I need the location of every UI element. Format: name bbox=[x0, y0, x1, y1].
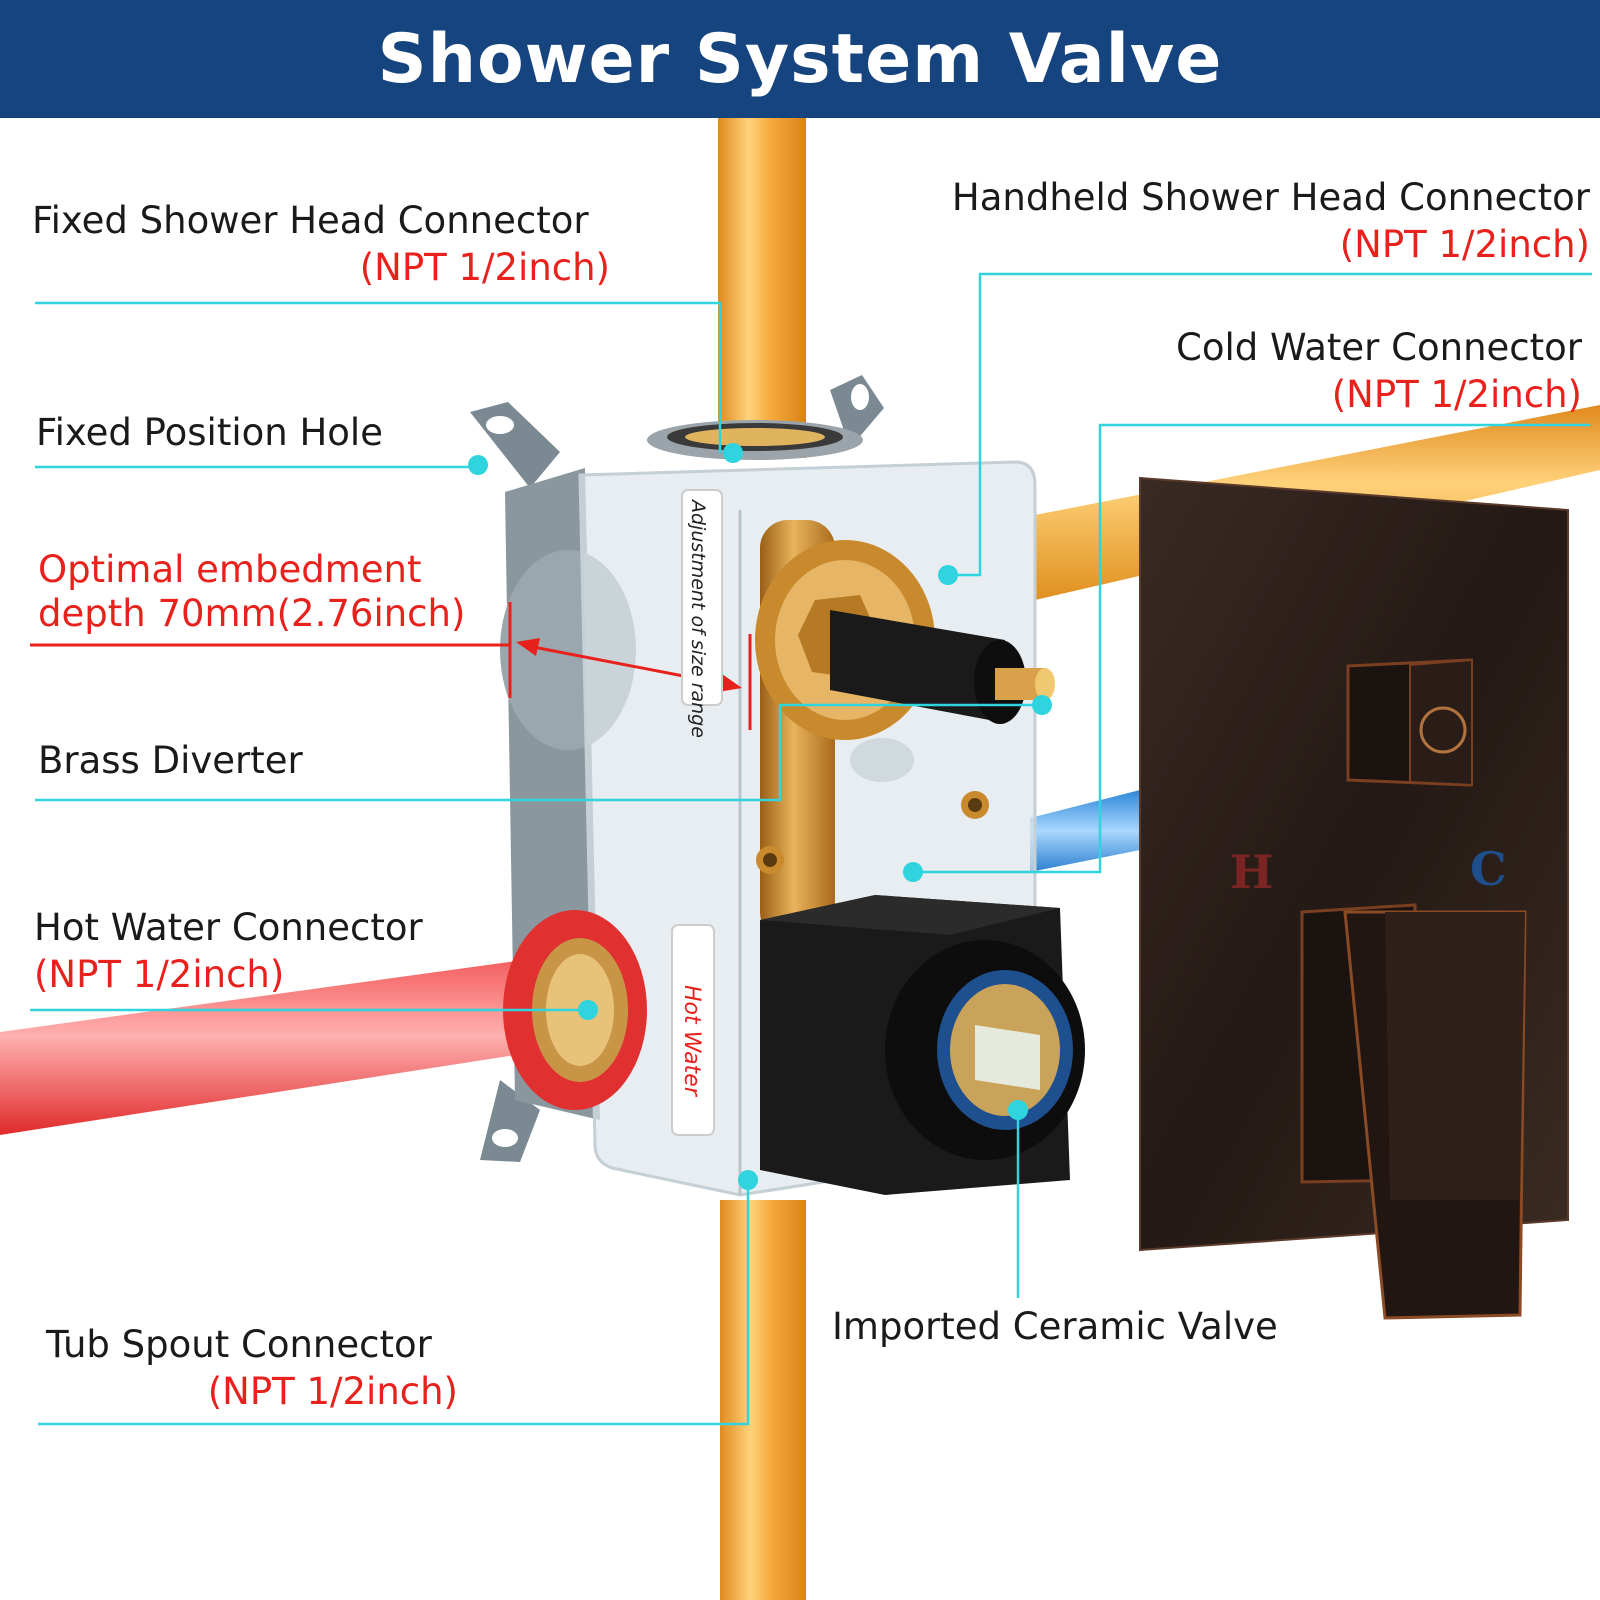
label-ceramic-valve: Imported Ceramic Valve bbox=[832, 1305, 1278, 1348]
diverter-knob bbox=[1346, 658, 1473, 787]
size-range-sticker-text: Adjustment of size range bbox=[687, 498, 709, 738]
dot-hot-water bbox=[578, 1000, 598, 1020]
dot-handheld-head bbox=[938, 565, 958, 585]
hot-water-sticker-text: Hot Water bbox=[679, 985, 704, 1098]
pipe-vertical-bottom bbox=[720, 1200, 806, 1600]
dot-fixed-hole bbox=[468, 455, 488, 475]
dot-tub-spout bbox=[738, 1170, 758, 1190]
label-fixed-hole: Fixed Position Hole bbox=[36, 411, 383, 454]
spec-hot-water: (NPT 1/2inch) bbox=[34, 953, 285, 996]
label-tub-spout: Tub Spout Connector bbox=[46, 1323, 432, 1366]
spec-fixed-head: (NPT 1/2inch) bbox=[359, 246, 610, 289]
leader-handheld-head bbox=[950, 272, 1592, 577]
label-embed-depth-line1: Optimal embedment bbox=[38, 548, 422, 591]
pipe-vertical-top bbox=[718, 118, 806, 458]
spec-tub-spout: (NPT 1/2inch) bbox=[207, 1370, 458, 1413]
cartridge-housing bbox=[760, 895, 1085, 1195]
small-side-ports bbox=[756, 738, 989, 874]
page-title: Shower System Valve bbox=[377, 19, 1223, 99]
label-fixed-head: Fixed Shower Head Connector bbox=[32, 199, 589, 242]
mixing-handle bbox=[1300, 903, 1527, 1320]
dot-fixed-head bbox=[723, 443, 743, 463]
leader-cold-water bbox=[915, 423, 1590, 874]
pipe-hot-water bbox=[0, 955, 580, 1135]
label-brass-diverter: Brass Diverter bbox=[38, 739, 303, 782]
label-handheld-head: Handheld Shower Head Connector bbox=[951, 176, 1590, 219]
plate-mark-cold: C bbox=[1470, 842, 1507, 896]
leader-tub-spout bbox=[38, 1180, 750, 1426]
size-range-sticker: Adjustment of size range bbox=[681, 489, 723, 738]
title-banner: Shower System Valve bbox=[0, 0, 1600, 118]
spec-cold-water: (NPT 1/2inch) bbox=[1331, 373, 1582, 416]
leader-fixed-head bbox=[35, 301, 722, 453]
dot-cold-water bbox=[903, 862, 923, 882]
label-embed-depth-line2: depth 70mm(2.76inch) bbox=[38, 592, 466, 635]
diverter-stem bbox=[830, 610, 1055, 724]
label-hot-water: Hot Water Connector bbox=[34, 906, 423, 949]
hot-water-sticker: Hot Water bbox=[671, 924, 715, 1136]
spec-handheld-head: (NPT 1/2inch) bbox=[1339, 223, 1590, 266]
label-cold-water: Cold Water Connector bbox=[1176, 326, 1582, 369]
mounting-lug-top-right bbox=[830, 375, 884, 448]
leader-diverter bbox=[35, 703, 1040, 802]
mounting-lug-top-left bbox=[470, 402, 560, 488]
pipe-cold-water bbox=[1030, 790, 1140, 872]
dot-diverter bbox=[1032, 695, 1052, 715]
dot-ceramic bbox=[1008, 1100, 1028, 1120]
plate-mark-hot: H bbox=[1230, 845, 1273, 899]
embedment-depth-measure bbox=[30, 602, 752, 730]
